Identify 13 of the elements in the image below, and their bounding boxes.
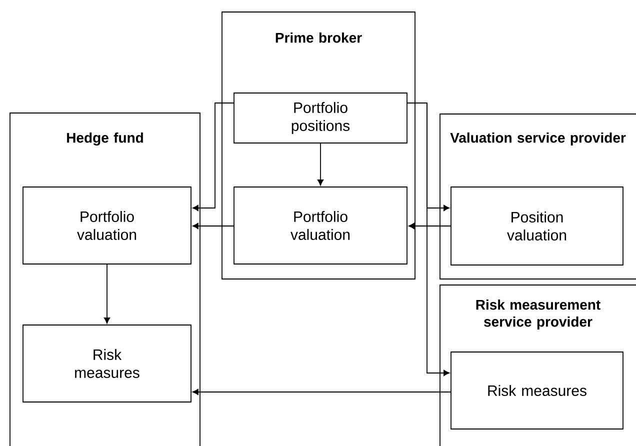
arrow: [408, 222, 451, 230]
arrow: [104, 264, 110, 324]
process-box: Portfolio valuation: [22, 186, 192, 264]
process-box: Risk measures: [22, 324, 192, 402]
arrow: [192, 388, 451, 396]
arrow: [192, 102, 234, 212]
arrow: [317, 143, 324, 186]
process-box: Portfolio valuation: [234, 186, 408, 264]
process-box: Portfolio positions: [234, 92, 408, 144]
arrow: [407, 102, 450, 376]
process-box: Position valuation: [450, 186, 624, 266]
process-box: Risk measures: [450, 352, 624, 430]
arrow: [192, 222, 234, 230]
